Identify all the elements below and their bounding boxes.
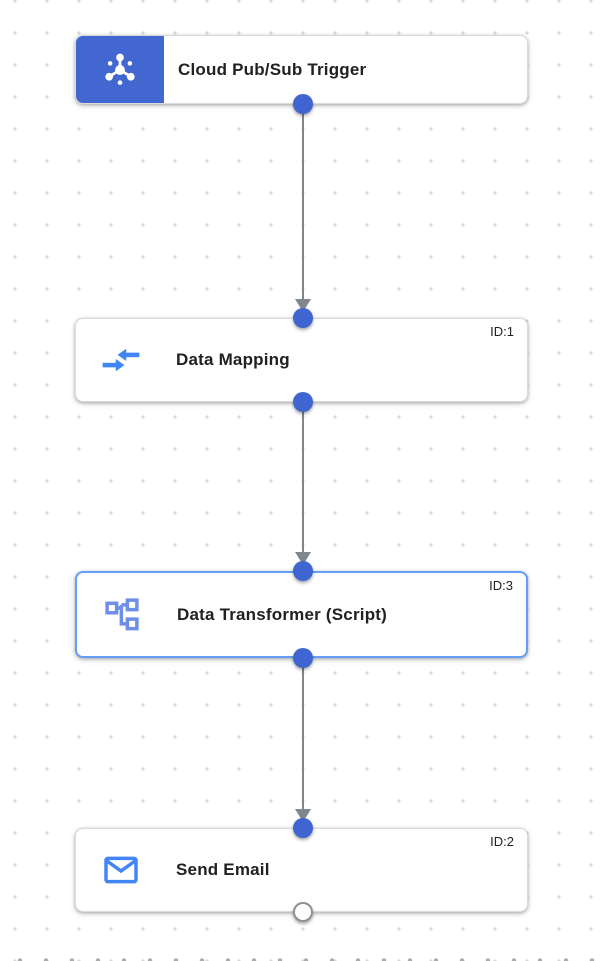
connector-dot-out[interactable] bbox=[293, 392, 313, 412]
node-cloud-pubsub-trigger[interactable]: Cloud Pub/Sub Trigger bbox=[75, 35, 528, 104]
connector-dot-out[interactable] bbox=[293, 648, 313, 668]
node-title: Data Mapping bbox=[176, 350, 290, 369]
node-id-label: ID:2 bbox=[490, 834, 514, 849]
edge-line bbox=[302, 658, 304, 809]
node-send-email[interactable]: Send Email ID:2 bbox=[75, 828, 528, 912]
node-data-transformer[interactable]: Data Transformer (Script) ID:3 bbox=[75, 571, 528, 658]
node-id-label: ID:1 bbox=[490, 324, 514, 339]
connector-dot-open[interactable] bbox=[293, 902, 313, 922]
pubsub-icon bbox=[105, 53, 135, 85]
trigger-icon-block bbox=[76, 36, 164, 103]
send-email-icon bbox=[99, 848, 143, 892]
data-transformer-icon bbox=[100, 593, 144, 637]
connector-dot-in[interactable] bbox=[293, 561, 313, 581]
connector-dot-in[interactable] bbox=[293, 818, 313, 838]
canvas-bottom-grid-row bbox=[0, 956, 612, 961]
edge-line bbox=[302, 104, 304, 304]
node-title: Cloud Pub/Sub Trigger bbox=[178, 59, 367, 79]
connector-dot-out[interactable] bbox=[293, 94, 313, 114]
node-title: Send Email bbox=[176, 860, 270, 879]
edge-line bbox=[302, 402, 304, 552]
data-mapping-icon bbox=[99, 338, 143, 382]
connector-dot-in[interactable] bbox=[293, 308, 313, 328]
node-id-label: ID:3 bbox=[489, 578, 513, 593]
node-title: Data Transformer (Script) bbox=[177, 604, 387, 624]
node-data-mapping[interactable]: Data Mapping ID:1 bbox=[75, 318, 528, 402]
